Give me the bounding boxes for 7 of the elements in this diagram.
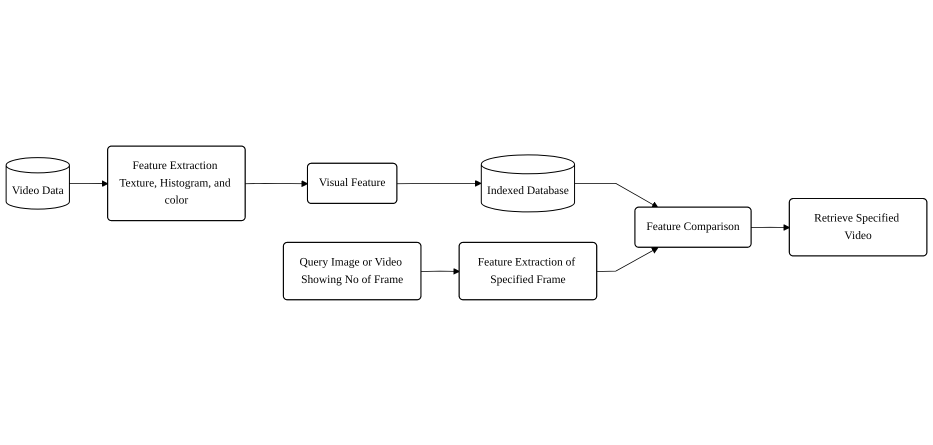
arrow	[574, 182, 658, 208]
arrow	[596, 246, 658, 272]
arrow	[69, 180, 108, 187]
arrow	[751, 224, 790, 230]
arrow	[396, 180, 482, 186]
arrow	[420, 268, 460, 274]
arrow	[245, 180, 308, 187]
